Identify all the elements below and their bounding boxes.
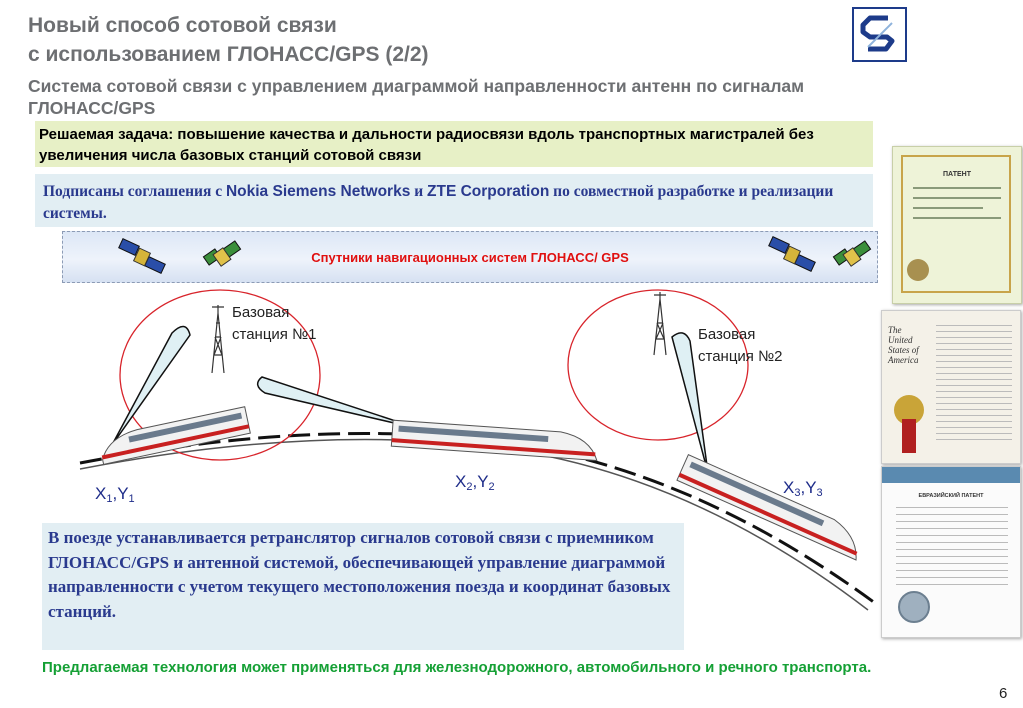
patent-certificate-ru: ПАТЕНТ xyxy=(892,146,1022,304)
coord-label-1: X1,Y1 xyxy=(95,484,135,505)
agreement-text: Подписаны соглашения с Nokia Siemens Net… xyxy=(43,181,863,225)
company-zte: ZTE Corporation xyxy=(427,183,550,200)
patent-certificate-eurasian: ЕВРАЗИЙСКИЙ ПАТЕНТ xyxy=(881,466,1021,638)
us-patent-title: The United States of America xyxy=(888,325,919,365)
train-3 xyxy=(676,453,858,561)
agreement-prefix: Подписаны соглашения с xyxy=(43,183,226,200)
page-subtitle: Система сотовой связи с управлением диаг… xyxy=(28,76,805,118)
page-title-line2: с использованием ГЛОНАСС/GPS (2/2) xyxy=(28,43,429,66)
company-logo xyxy=(852,7,907,62)
eurasian-patent-title: ЕВРАЗИЙСКИЙ ПАТЕНТ xyxy=(918,493,984,499)
coverage-area-bs2 xyxy=(567,289,749,441)
task-text: Решаемая задача: повышение качества и да… xyxy=(39,126,814,164)
satellite-icon xyxy=(202,240,242,267)
info-text: В поезде устанавливается ретранслятор си… xyxy=(48,528,671,621)
coord-label-3: X3,Y3 xyxy=(783,478,823,499)
antenna-beam xyxy=(671,332,709,474)
coord-label-2: X2,Y2 xyxy=(455,472,495,493)
train-1 xyxy=(101,406,251,465)
satellite-bar: Спутники навигационных систем ГЛОНАСС/ G… xyxy=(62,231,878,283)
page-title-line1: Новый способ сотовой связи xyxy=(28,14,337,37)
agreement-suffix: по совместной разработке и реализации си… xyxy=(43,183,834,222)
tower-icon xyxy=(211,305,225,374)
seal-icon xyxy=(907,259,929,281)
bs2-label-line2: станция №2 xyxy=(698,348,783,365)
satellite-icon xyxy=(832,240,872,267)
train-2 xyxy=(390,419,598,462)
tower-icon xyxy=(653,292,667,356)
agreement-box: Подписаны соглашения с Nokia Siemens Net… xyxy=(35,174,873,227)
bs2-label-line1: Базовая xyxy=(698,326,756,343)
patent-certificate-us: The United States of America xyxy=(881,310,1021,464)
footer-note: Предлагаемая технология может применятьс… xyxy=(42,659,872,676)
satellite-icon xyxy=(768,236,816,272)
base-station-1-label: Базовая станция №1 xyxy=(232,302,317,346)
bs1-label-line2: станция №1 xyxy=(232,326,317,343)
company-nokia: Nokia Siemens Networks xyxy=(225,183,411,200)
info-box: В поезде устанавливается ретранслятор си… xyxy=(42,523,684,650)
network-diagram xyxy=(79,289,876,611)
satellite-label: Спутники навигационных систем ГЛОНАСС/ G… xyxy=(311,250,629,265)
task-box: Решаемая задача: повышение качества и да… xyxy=(35,121,873,167)
antenna-beam xyxy=(256,376,421,430)
agreement-conj: и xyxy=(410,183,428,200)
base-station-2-label: Базовая станция №2 xyxy=(698,324,783,368)
bs1-label-line1: Базовая xyxy=(232,304,290,321)
logo-s-icon xyxy=(860,15,895,52)
coverage-area-bs1 xyxy=(119,289,321,461)
page-number: 6 xyxy=(999,685,1008,702)
ribbon-icon xyxy=(902,419,916,453)
antenna-beam xyxy=(111,325,191,446)
railway-track xyxy=(79,431,876,605)
seal-icon xyxy=(898,591,930,623)
patent-title: ПАТЕНТ xyxy=(942,171,971,178)
satellite-icon xyxy=(118,238,166,274)
